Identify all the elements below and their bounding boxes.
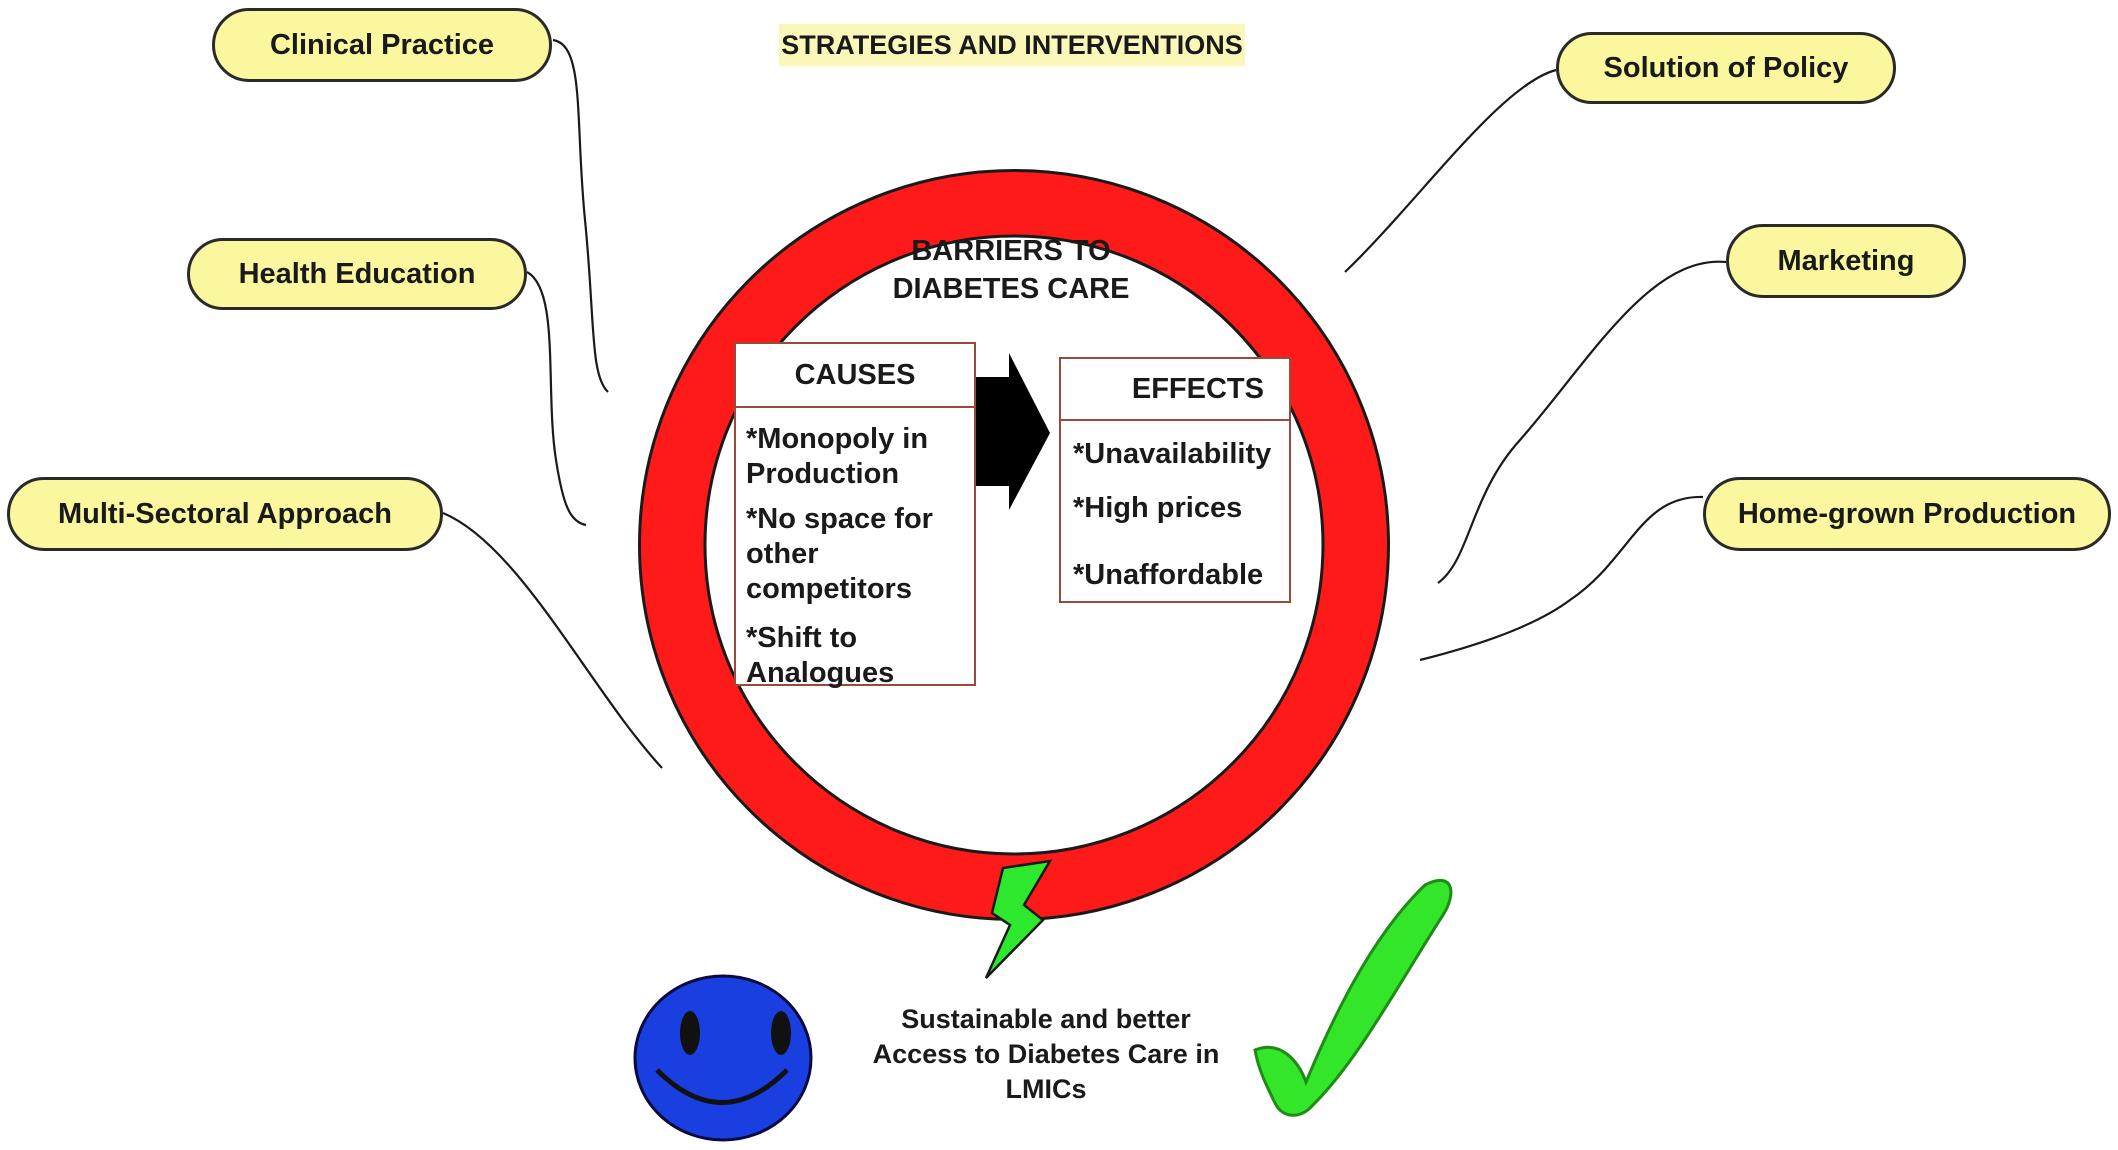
barriers-title: BARRIERS TO DIABETES CARE (861, 232, 1161, 308)
strategy-multi-sectoral-approach[interactable]: Multi-Sectoral Approach (7, 477, 443, 551)
causes-heading: CAUSES (736, 344, 974, 408)
connector-clinical-practice (552, 38, 609, 393)
causes-box: CAUSES *Monopoly in Production *No space… (734, 342, 976, 689)
effects-item: *High prices (1073, 492, 1243, 524)
arrow-right-icon (971, 353, 1050, 510)
outcome-line1: Sustainable and better (901, 1004, 1191, 1034)
strategy-health-education[interactable]: Health Education (187, 238, 527, 310)
barriers-title-line2: DIABETES CARE (892, 273, 1130, 305)
connector-solution-of-policy (1344, 68, 1557, 273)
barriers-title-line1: BARRIERS TO (911, 235, 1111, 267)
connector-home-grown (1419, 495, 1704, 662)
strategy-marketing[interactable]: Marketing (1726, 224, 1966, 298)
effects-heading: EFFECTS (1061, 359, 1289, 421)
outcome-line2: Access to Diabetes Care in (872, 1039, 1220, 1069)
checkmark-icon (1253, 878, 1453, 1117)
connector-marketing (1437, 260, 1727, 584)
effects-item: *Unavailability (1073, 438, 1272, 470)
lightning-crack-icon (984, 859, 1053, 979)
effects-box: EFFECTS *Unavailability *High prices *Un… (1059, 357, 1291, 603)
strategy-solution-of-policy[interactable]: Solution of Policy (1556, 32, 1896, 104)
strategies-title: STRATEGIES AND INTERVENTIONS (779, 24, 1245, 66)
effects-item: *Unaffordable (1073, 559, 1264, 591)
strategy-clinical-practice[interactable]: Clinical Practice (212, 8, 552, 82)
strategy-home-grown-production[interactable]: Home-grown Production (1703, 477, 2111, 551)
causes-item: *Monopoly in Production (746, 423, 929, 490)
smiley-face-icon (633, 974, 813, 1142)
connector-multi-sectoral (442, 511, 663, 769)
connector-health-education (526, 271, 587, 527)
outcome-line3: LMICs (1005, 1074, 1087, 1104)
outcome-text: Sustainable and better Access to Diabete… (851, 1002, 1241, 1107)
causes-item: *No space for other competitors (746, 503, 933, 605)
causes-item: *Shift to Analogues (746, 622, 895, 689)
